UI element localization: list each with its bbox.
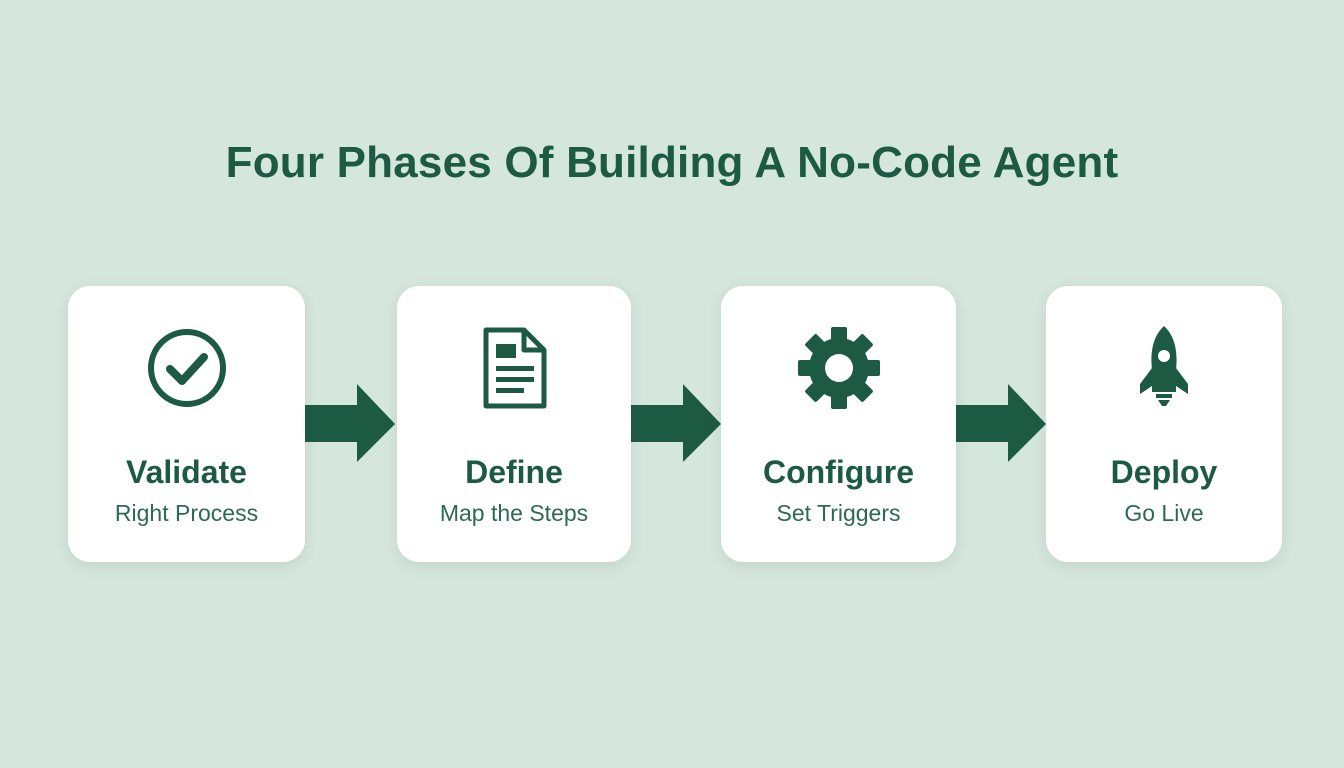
phase-subtitle: Go Live <box>1124 500 1204 526</box>
diagram-title: Four Phases Of Building A No-Code Agent <box>225 138 1119 187</box>
phase-card-deploy: Deploy Go Live <box>1046 286 1282 562</box>
phase-title: Validate <box>126 454 247 490</box>
phase-title: Define <box>465 454 563 490</box>
arrow-right-icon <box>305 384 397 464</box>
phase-card-configure: Configure Set Triggers <box>721 286 956 562</box>
phase-subtitle: Map the Steps <box>439 500 589 526</box>
arrow-right-icon <box>631 384 723 464</box>
checkmark-circle-icon <box>145 326 229 410</box>
rocket-icon <box>1122 326 1206 410</box>
phase-title: Configure <box>762 454 915 490</box>
document-icon <box>472 326 556 410</box>
phase-subtitle: Right Process <box>114 500 259 526</box>
phase-subtitle: Set Triggers <box>776 500 901 526</box>
arrow-right-icon <box>956 384 1048 464</box>
phase-card-validate: Validate Right Process <box>68 286 305 562</box>
phase-title: Deploy <box>1110 454 1218 490</box>
gear-icon <box>797 326 881 410</box>
phase-card-define: Define Map the Steps <box>397 286 631 562</box>
